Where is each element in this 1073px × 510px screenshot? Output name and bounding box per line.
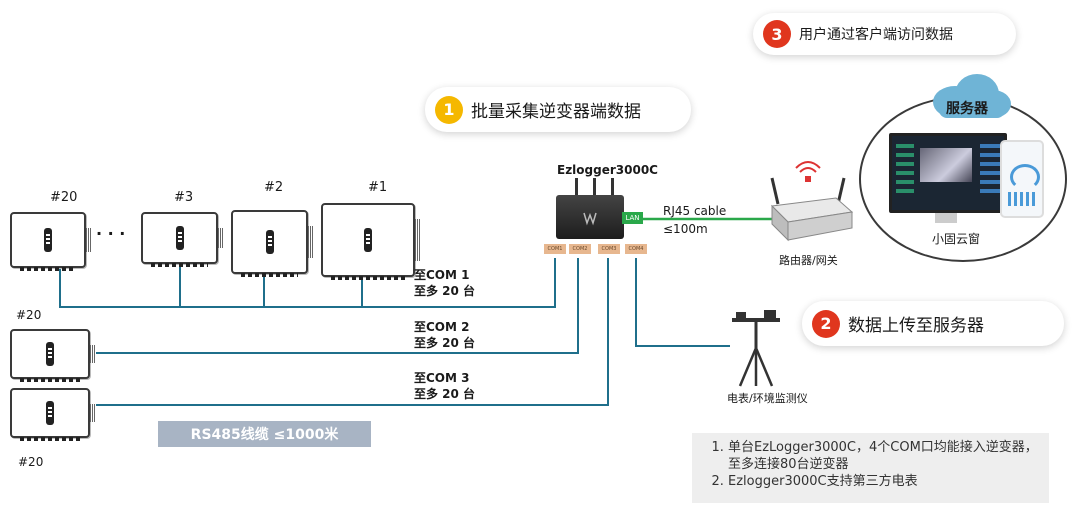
com3-label-line1: 至COM 3	[414, 371, 470, 385]
inverter-20-com3	[10, 388, 96, 441]
inverter-1	[321, 203, 421, 280]
note-item-1: 单台EzLogger3000C，4个COM口均能接入逆变器，至多连接80台逆变器	[728, 439, 1049, 473]
inverter-20-top	[10, 212, 92, 271]
logger-com4-port: COM4	[625, 244, 647, 254]
router-icon	[770, 161, 854, 242]
step-1-bubble: 1 批量采集逆变器端数据	[425, 87, 691, 132]
notes-box: 单台EzLogger3000C，4个COM口均能接入逆变器，至多连接80台逆变器…	[692, 433, 1049, 503]
cable-label-line1: RJ45 cable	[663, 204, 727, 218]
label-inverter-20-com2: #20	[16, 308, 42, 322]
label-inverter-1: #1	[368, 180, 388, 195]
com2-label-line1: 至COM 2	[414, 320, 470, 334]
logger-antennas	[575, 178, 615, 196]
meter-station-icon	[732, 310, 780, 387]
label-inverter-20-top: #20	[50, 190, 78, 205]
cable-label-line2: ≤100m	[663, 222, 708, 236]
logger-com1-port: COM1	[544, 244, 566, 254]
monitor-stand	[935, 213, 957, 223]
step-3-bubble: 3 用户通过客户端访问数据	[753, 13, 1016, 55]
step-2-bubble: 2 数据上传至服务器	[802, 301, 1064, 346]
inverter-20-com2	[10, 329, 96, 382]
inverter-3	[141, 212, 224, 267]
phone-screen	[1000, 140, 1044, 218]
meter-label: 电表/环境监测仪	[727, 392, 808, 405]
label-inverter-20-com3: #20	[18, 455, 44, 469]
window-label: 小固云窗	[932, 232, 981, 246]
com3-label-line2: 至多 20 台	[414, 387, 476, 401]
monitor-screen	[889, 133, 1007, 213]
com1-wire	[59, 258, 556, 308]
com2-label-line2: 至多 20 台	[414, 336, 476, 350]
logger-lan-label: LAN	[625, 214, 640, 222]
inverter-2	[231, 210, 314, 277]
step-3-number: 3	[763, 20, 791, 48]
logger-device	[556, 195, 624, 239]
logger-title: Ezlogger3000C	[557, 163, 658, 177]
com4-wire	[635, 258, 730, 347]
step-3-text: 用户通过客户端访问数据	[799, 27, 953, 43]
cloud-label: 服务器	[946, 101, 988, 117]
label-inverter-3: #3	[174, 190, 194, 205]
com1-label-line1: 至COM 1	[414, 268, 470, 282]
router-label: 路由器/网关	[779, 254, 838, 267]
com1-label-line2: 至多 20 台	[414, 284, 476, 298]
step-2-text: 数据上传至服务器	[848, 316, 984, 336]
rs485-cable-text: RS485线缆 ≤1000米	[190, 427, 339, 443]
step-2-number: 2	[812, 309, 840, 338]
ellipsis: · · ·	[96, 224, 126, 243]
rs485-cable-label: RS485线缆 ≤1000米	[158, 421, 371, 447]
logger-logo-icon	[583, 212, 597, 226]
step-1-number: 1	[435, 95, 463, 124]
label-inverter-2: #2	[264, 180, 284, 195]
logger-lan-port: LAN	[622, 212, 643, 224]
logger-com2-port: COM2	[569, 244, 591, 254]
com2-wire	[92, 258, 579, 354]
cloud-icon	[933, 74, 1011, 118]
note-item-2: Ezlogger3000C支持第三方电表	[728, 473, 1049, 490]
step-1-text: 批量采集逆变器端数据	[471, 102, 641, 122]
logger-com3-port: COM3	[598, 244, 620, 254]
com3-wire	[92, 258, 609, 406]
